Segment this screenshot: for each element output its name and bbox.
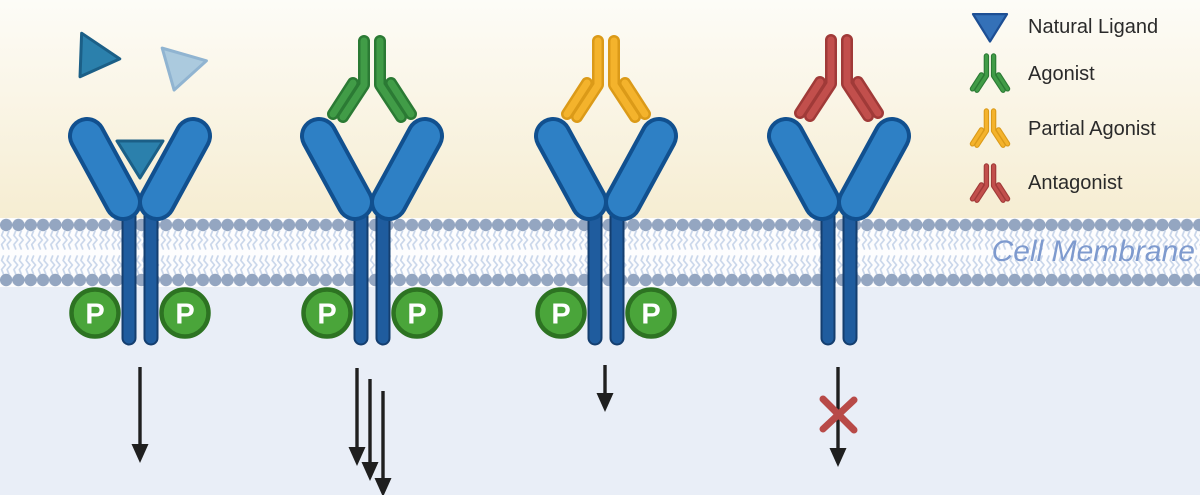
- receptor-partial-agonist: [538, 41, 675, 412]
- legend-label: Antagonist: [1028, 172, 1123, 194]
- blocked-x-icon: [819, 395, 858, 434]
- legend: Natural Ligand Agonist Partial Agonist A…: [971, 13, 1158, 200]
- signal-arrow: [348, 368, 366, 466]
- receptor-agonist: [304, 41, 441, 495]
- signal-arrow: [374, 391, 392, 495]
- signal-arrow: [131, 367, 149, 463]
- legend-label: Agonist: [1028, 63, 1095, 85]
- receptor-natural-ligand: [59, 31, 209, 463]
- signal-arrow: [829, 367, 847, 467]
- receptor-antagonist: [786, 40, 892, 467]
- legend-item-natural-ligand: Natural Ligand: [971, 13, 1158, 43]
- legend-label: Partial Agonist: [1028, 118, 1156, 140]
- cell-membrane-label: Cell Membrane: [992, 235, 1195, 268]
- legend-item-antagonist: Antagonist: [972, 166, 1123, 200]
- signal-arrow: [361, 379, 379, 481]
- legend-item-partial-agonist: Partial Agonist: [972, 111, 1156, 145]
- signal-arrow: [596, 365, 614, 412]
- legend-label: Natural Ligand: [1028, 16, 1158, 38]
- legend-item-agonist: Agonist: [972, 56, 1095, 90]
